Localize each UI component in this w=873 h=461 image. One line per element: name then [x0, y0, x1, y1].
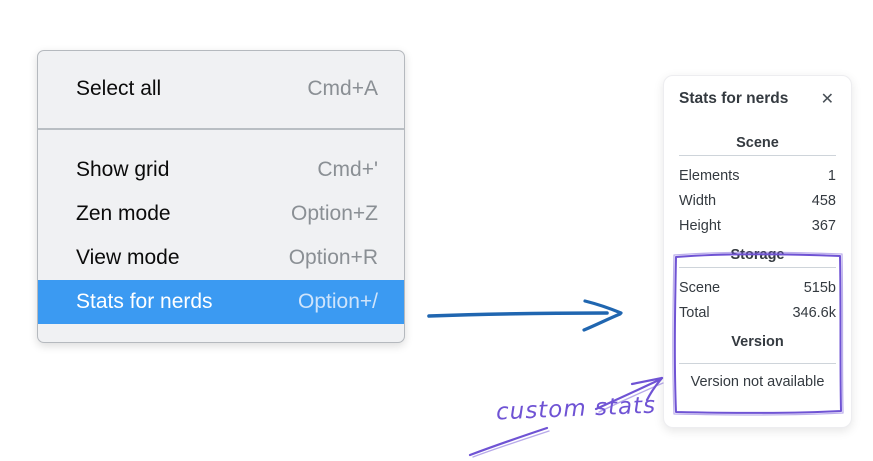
menu-item-stats-for-nerds[interactable]: Stats for nerds Option+/ [38, 280, 404, 324]
menu-item-shortcut: Option+Z [291, 202, 378, 225]
custom-stats-annotation-label: custom stats [495, 392, 657, 426]
stat-label: Height [679, 217, 721, 234]
menu-item-label: Stats for nerds [76, 290, 213, 313]
menu-item-shortcut: Option+/ [298, 290, 378, 313]
stats-section-version: Version Version not available [679, 334, 836, 390]
section-divider [679, 155, 836, 156]
version-note: Version not available [690, 374, 825, 390]
menu-item-label: Select all [76, 77, 162, 100]
stats-panel-title: Stats for nerds [679, 90, 789, 107]
stat-row-total-size: Total 346.6k [679, 300, 836, 325]
stat-value: 346.6k [792, 304, 836, 321]
stats-section-storage: Storage Scene 515b Total 346.6k [679, 247, 836, 325]
menu-section-bottom: Show grid Cmd+' Zen mode Option+Z View m… [38, 128, 404, 342]
menu-item-select-all[interactable]: Select all Cmd+A [38, 67, 404, 111]
stat-value: 1 [827, 167, 836, 184]
menu-item-label: Show grid [76, 158, 170, 181]
stats-section-scene: Scene Elements 1 Width 458 Height 367 [679, 135, 836, 238]
section-heading-storage: Storage [730, 247, 785, 263]
stat-label: Scene [679, 279, 721, 296]
stat-label: Total [679, 304, 710, 321]
flow-arrow [427, 299, 623, 332]
close-icon[interactable]: ✕ [820, 89, 834, 108]
stat-value: 458 [811, 192, 836, 209]
section-heading-version: Version [731, 334, 784, 350]
stat-value: 515b [803, 279, 836, 296]
stat-row-width: Width 458 [679, 188, 836, 213]
stat-row-elements: Elements 1 [679, 163, 836, 188]
menu-item-shortcut: Option+R [288, 246, 378, 269]
stat-value: 367 [811, 217, 836, 234]
menu-item-shortcut: Cmd+' [317, 158, 378, 181]
stat-row-scene-size: Scene 515b [679, 275, 836, 300]
stats-panel-header: Stats for nerds ✕ [679, 89, 836, 109]
menu-section-top: Select all Cmd+A [38, 51, 404, 128]
menu-item-label: View mode [76, 246, 180, 269]
menu-item-show-grid[interactable]: Show grid Cmd+' [38, 148, 404, 192]
menu-item-shortcut: Cmd+A [307, 77, 378, 100]
stat-row-height: Height 367 [679, 213, 836, 238]
section-divider [679, 267, 836, 268]
menu-item-label: Zen mode [76, 202, 171, 225]
menu-item-view-mode[interactable]: View mode Option+R [38, 236, 404, 280]
stat-label: Width [679, 192, 717, 209]
menu-item-zen-mode[interactable]: Zen mode Option+Z [38, 192, 404, 236]
context-menu: Select all Cmd+A Show grid Cmd+' Zen mod… [37, 50, 405, 343]
section-heading-scene: Scene [736, 135, 779, 151]
stat-label: Elements [679, 167, 740, 184]
stats-panel: Stats for nerds ✕ Scene Elements 1 Width… [663, 75, 852, 428]
